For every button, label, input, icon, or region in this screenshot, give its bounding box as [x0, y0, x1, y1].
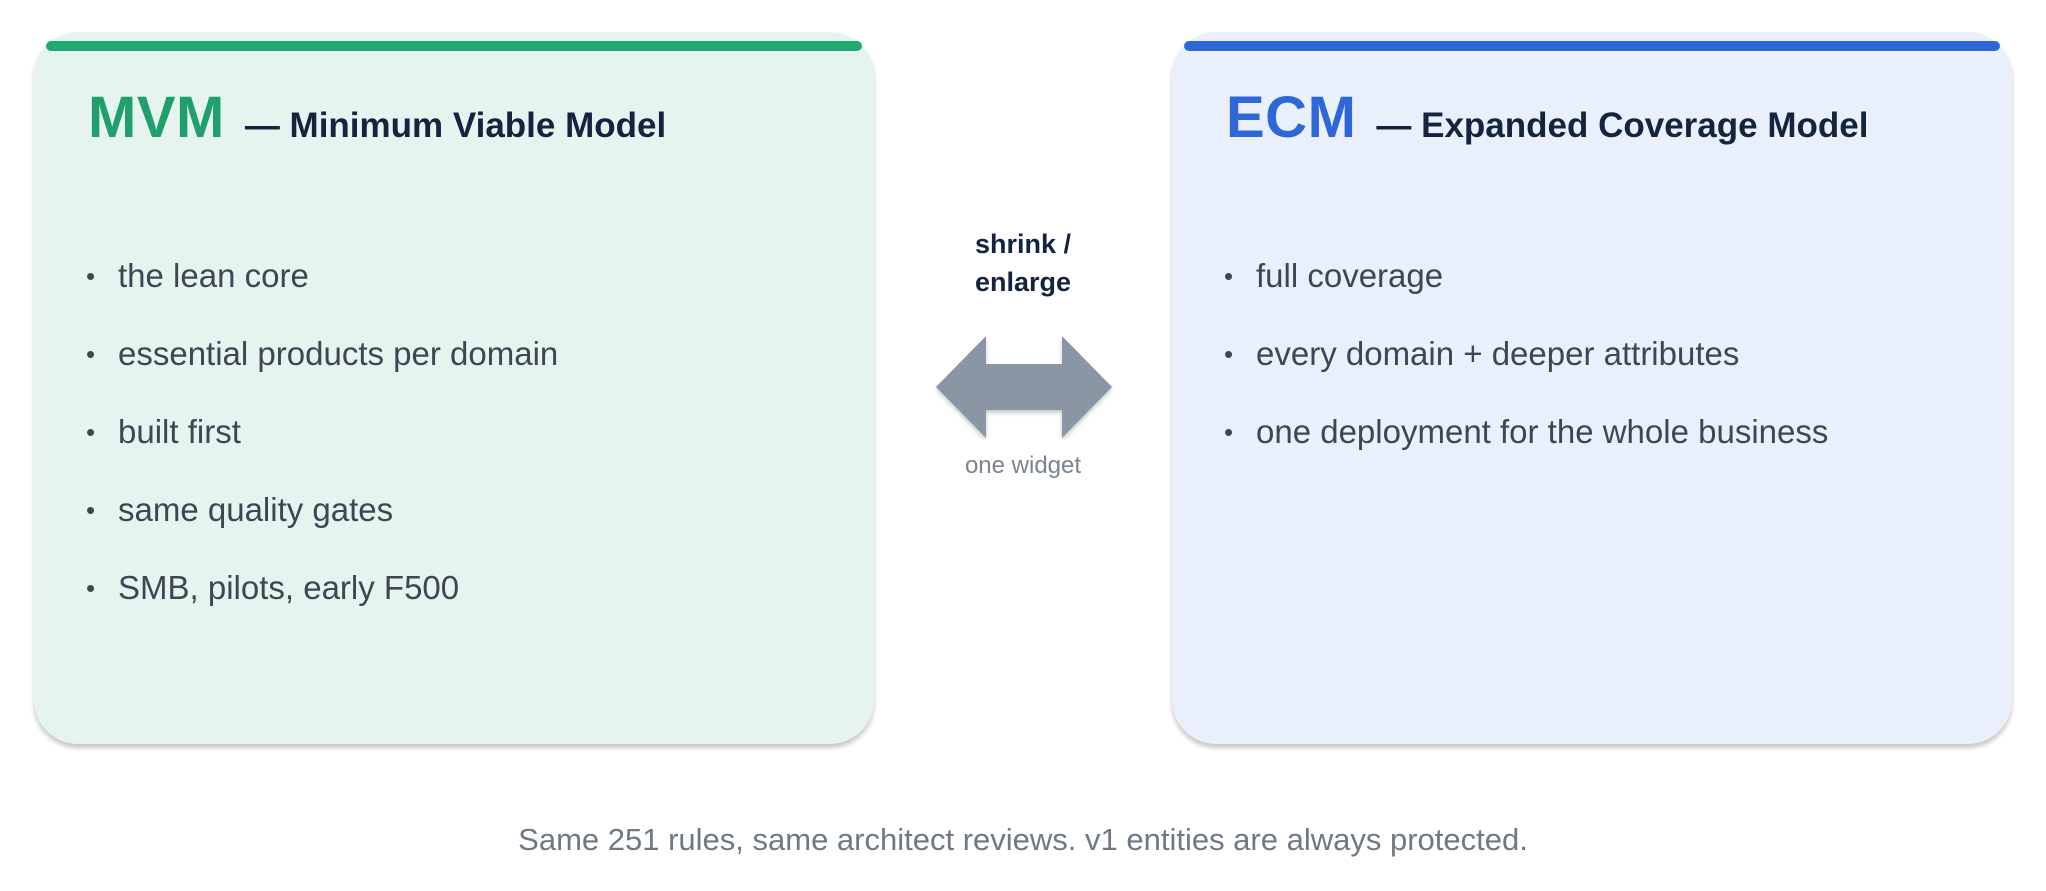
list-item: • same quality gates [86, 490, 558, 568]
connector-label-line1: shrink / [974, 229, 1072, 259]
mvm-card: MVM — Minimum Viable Model • the lean core… [34, 32, 874, 744]
bullet-icon: • [86, 573, 96, 603]
list-item-text: full coverage [1256, 257, 1444, 294]
list-item-text: one deployment for the whole business [1256, 413, 1829, 450]
ecm-feature-list: • full coverage • every domain + deeper at… [1224, 256, 1828, 490]
connector-label: shrink / enlarge [940, 225, 1106, 301]
bullet-icon: • [1224, 417, 1234, 447]
list-item-text: built first [118, 413, 241, 450]
bullet-icon: • [86, 261, 96, 291]
list-item: • full coverage [1224, 256, 1828, 334]
ecm-title: ECM — Expanded Coverage Model [1226, 84, 1868, 151]
list-item: • SMB, pilots, early F500 [86, 568, 558, 646]
bullet-icon: • [1224, 339, 1234, 369]
bullet-icon: • [86, 495, 96, 525]
list-item-text: essential products per domain [118, 335, 559, 372]
list-item: • built first [86, 412, 558, 490]
mvm-abbreviation: MVM [88, 85, 225, 150]
footer-note: Same 251 rules, same architect reviews. … [518, 822, 1528, 857]
list-item-text: SMB, pilots, early F500 [118, 569, 460, 606]
list-item-text: the lean core [118, 257, 309, 294]
list-item: • one deployment for the whole business [1224, 412, 1828, 490]
mvm-feature-list: • the lean core • essential products per d… [86, 256, 558, 646]
connector-caption: one widget [964, 452, 1082, 479]
list-item: • every domain + deeper attributes [1224, 334, 1828, 412]
mvm-title: MVM — Minimum Viable Model [88, 84, 666, 151]
ecm-abbreviation: ECM [1226, 85, 1357, 150]
ecm-subtitle: — Expanded Coverage Model [1376, 106, 1869, 145]
ecm-accent-bar [1184, 41, 2000, 51]
list-item-text: every domain + deeper attributes [1256, 335, 1740, 372]
mvm-accent-bar [46, 41, 862, 51]
mvm-subtitle: — Minimum Viable Model [244, 106, 667, 145]
bullet-icon: • [1224, 261, 1234, 291]
double-arrow-icon [936, 336, 1112, 438]
list-item-text: same quality gates [118, 491, 394, 528]
bullet-icon: • [86, 339, 96, 369]
bullet-icon: • [86, 417, 96, 447]
list-item: • essential products per domain [86, 334, 558, 412]
ecm-card: ECM — Expanded Coverage Model • full cover… [1172, 32, 2012, 744]
connector-label-line2: enlarge [974, 267, 1072, 297]
list-item: • the lean core [86, 256, 558, 334]
